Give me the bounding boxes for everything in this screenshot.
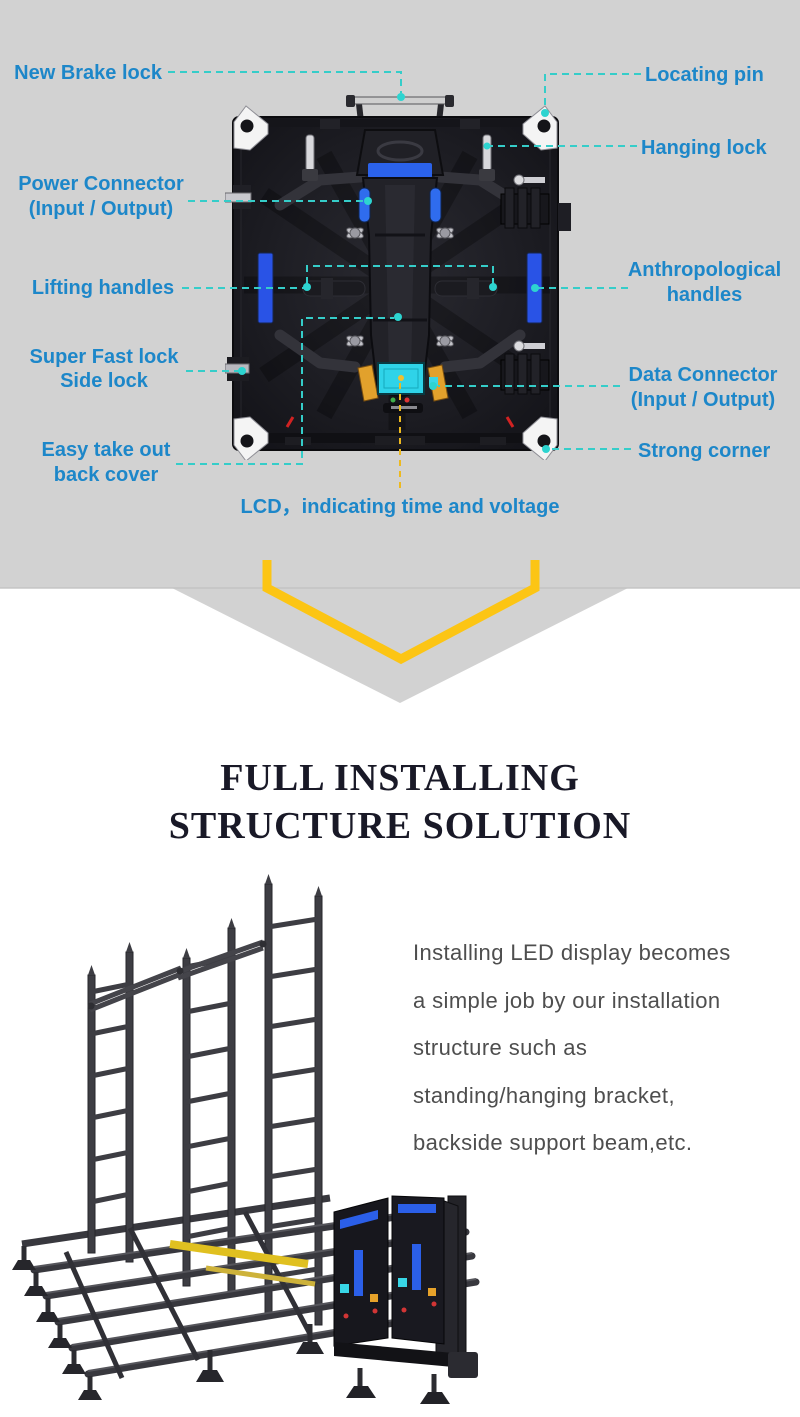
callout-new-brake-lock: New Brake lock [14,62,162,84]
callout-power-connector: Power Connector (Input / Output) [18,173,184,220]
callout-lifting-handles: Lifting handles [31,277,175,299]
installation-structure-illustration [12,874,480,1404]
callout-super-fast-lock: Super Fast lock Side lock [29,346,179,392]
red-mark-right [505,416,515,428]
wing-fasteners [346,227,454,347]
callout-anthropological-handles: Anthropological handles [627,259,782,306]
brake-blue-bar [368,163,432,178]
scroll-down-chevron-icon [262,560,540,665]
leveling-feet [12,1246,324,1400]
corner-brackets [233,105,558,460]
callout-lcd: LCD，indicating time and voltage [240,496,560,518]
right-connector-upper [500,174,550,229]
orange-bracket-left [357,364,379,402]
paragraph-line: backside support beam,etc. [413,1130,693,1155]
red-mark-left [285,416,295,428]
side-lock-bolt [225,357,250,381]
callout-hanging-lock: Hanging lock [641,137,767,159]
paragraph-line: a simple job by our installation [413,987,721,1013]
paragraph-line: structure such as [413,1035,588,1060]
led-panel-modules [333,1195,478,1404]
center-spine [355,129,445,397]
callout-data-connector: Data Connector (Input / Output) [628,364,778,411]
lifting-handle-bars [302,278,498,299]
callout-locating-pin: Locating pin [645,64,764,86]
callout-strong-corner: Strong corner [638,440,771,462]
data-port [429,377,438,386]
paragraph-line: standing/hanging bracket, [413,1082,675,1108]
section-title-line2: STRUCTURE SOLUTION [168,805,632,847]
callout-leader-lines [168,71,641,489]
ladder-frames [87,874,323,1326]
paragraph-line: Installing LED display becomes [413,940,731,965]
section-title-line1: FULL INSTALLING [220,757,580,799]
callout-easy-take-out: Easy take out back cover [41,439,171,486]
yellow-support-beams [169,1240,316,1287]
intro-paragraph: Installing LED display becomes a simple … [413,929,793,1167]
